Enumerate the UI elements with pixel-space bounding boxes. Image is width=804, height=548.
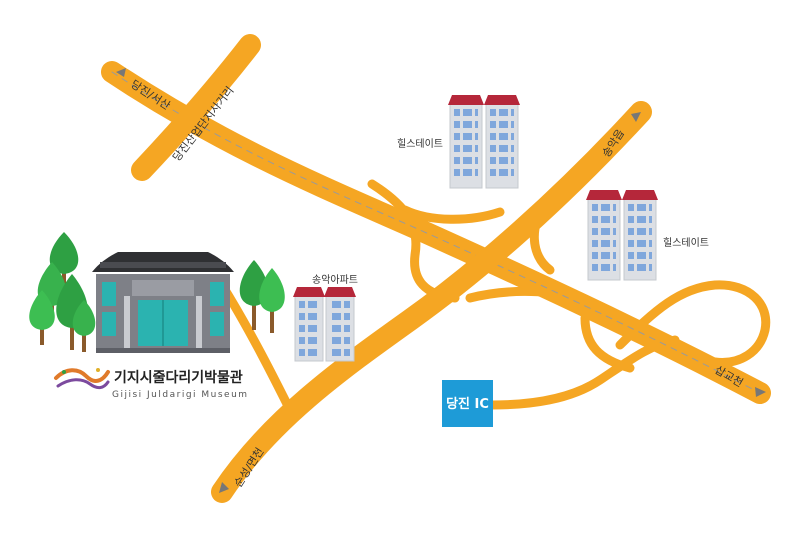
interchange-label: 당진 IC bbox=[446, 396, 489, 412]
arrow-southeast-icon bbox=[755, 387, 766, 397]
ramp-north bbox=[400, 205, 505, 224]
trees-right bbox=[239, 260, 285, 333]
museum-building bbox=[92, 252, 234, 353]
road-nw-short bbox=[131, 34, 261, 181]
museum-subtitle: Gijisi Juldarigi Museum bbox=[112, 390, 249, 400]
road-arrows bbox=[116, 68, 766, 493]
arrow-northeast-icon bbox=[631, 112, 641, 122]
rope-logo-icon bbox=[54, 368, 110, 390]
ramp-southwest-connector bbox=[217, 280, 295, 415]
loop-east bbox=[615, 280, 771, 367]
label-songak-apartment: 송악아파트 bbox=[312, 274, 358, 286]
highway-nw-se-centerline bbox=[111, 71, 761, 394]
hillstate-east-building bbox=[586, 190, 658, 281]
trees-left bbox=[29, 232, 96, 352]
songak-apartment-building bbox=[293, 287, 356, 362]
interchange-marker: 당진 IC bbox=[442, 380, 493, 427]
label-hillstate-north: 힐스테이트 bbox=[397, 137, 443, 150]
hillstate-north-building bbox=[448, 95, 520, 189]
ramp-ic-link bbox=[487, 335, 680, 410]
arrow-southwest-icon bbox=[219, 482, 229, 493]
label-hillstate-east: 힐스테이트 bbox=[663, 236, 709, 249]
arrow-northwest-icon bbox=[116, 68, 126, 77]
road-ne-sw bbox=[211, 101, 652, 503]
road-network bbox=[101, 34, 771, 503]
museum-name: 기지시줄다리기박물관 bbox=[114, 369, 243, 386]
